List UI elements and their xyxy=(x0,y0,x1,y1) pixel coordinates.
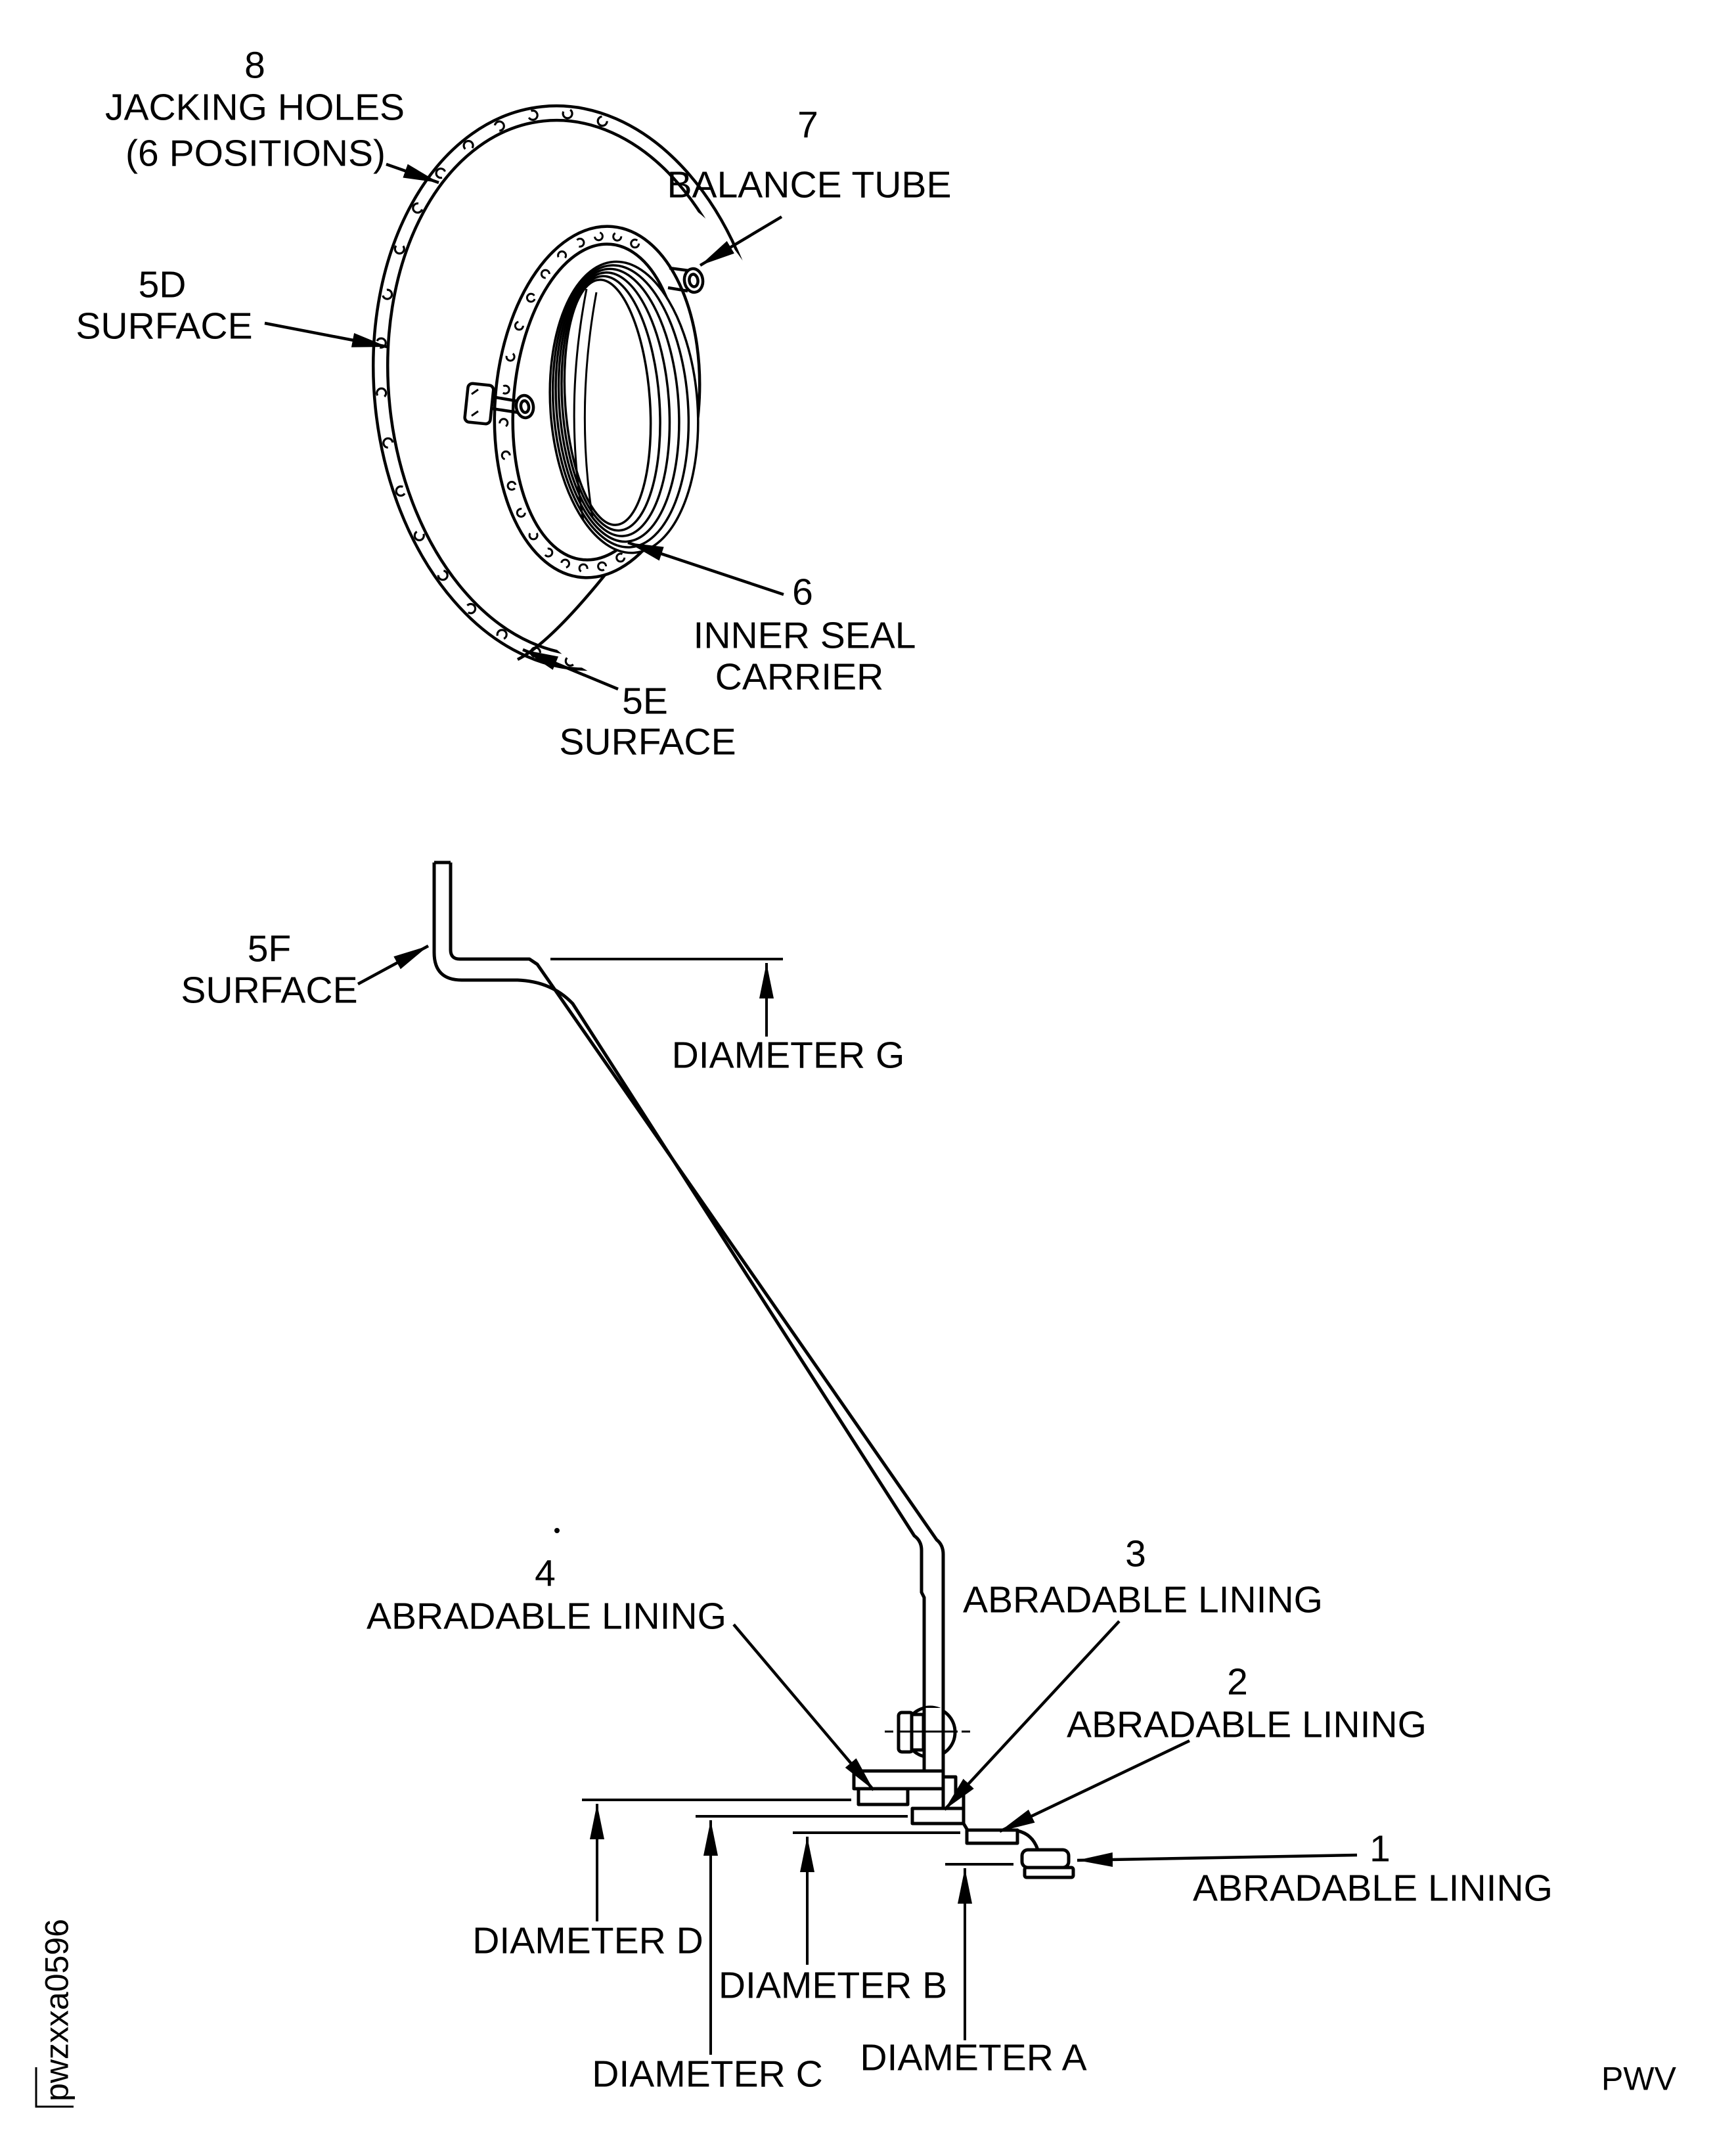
plate-code: PWV xyxy=(1601,2060,1676,2097)
leader-lining-2 xyxy=(999,1739,1190,1833)
abradable-lining-3-strip xyxy=(910,1806,966,1825)
jack-bracket xyxy=(463,382,535,426)
callout-1-number: 1 xyxy=(1369,1827,1391,1870)
callout-4-label: ABRADABLE LINING xyxy=(366,1595,727,1638)
callout-6-number: 6 xyxy=(792,571,813,614)
abradable-lining-1-strip xyxy=(1023,1866,1075,1879)
callout-8-line1: JACKING HOLES xyxy=(104,86,405,129)
dim-label-d: DIAMETER D xyxy=(472,1919,703,1962)
channel-inner-wall xyxy=(449,862,945,1772)
callout-5e-label: SURFACE xyxy=(559,721,736,763)
callout-6-line2: CARRIER xyxy=(715,656,884,698)
callout-2-number: 2 xyxy=(1227,1661,1248,1703)
extension-lines xyxy=(550,958,1013,1866)
callout-6-line1: INNER SEAL xyxy=(693,614,916,657)
callout-5e-code: 5E xyxy=(622,680,668,723)
shroud-arm xyxy=(852,1769,945,1791)
jack-plate xyxy=(463,382,495,426)
step-slope xyxy=(1017,1829,1040,1850)
leader-inner-seal xyxy=(627,541,784,596)
channel-outer-wall xyxy=(432,862,926,1772)
leader-surface-5f xyxy=(357,945,430,985)
callout-8-line2: (6 POSITIONS) xyxy=(125,132,386,175)
leader-surface-5d xyxy=(264,321,388,349)
leader-jacking-holes xyxy=(386,162,439,185)
abradable-lining-4-strip xyxy=(857,1787,910,1806)
callout-2-label: ABRADABLE LINING xyxy=(1066,1703,1427,1746)
ink-dot xyxy=(554,1528,560,1533)
callout-5d-label: SURFACE xyxy=(76,305,253,347)
jack-pin-end xyxy=(514,393,535,420)
dimension-arrows xyxy=(590,963,972,2055)
shroud-steps xyxy=(852,1769,1075,1879)
balance-tube xyxy=(667,266,705,294)
leader-lining-4 xyxy=(732,1623,875,1791)
cross-section-profile xyxy=(432,861,1075,1879)
callout-8-number: 8 xyxy=(244,44,265,87)
callout-3-number: 3 xyxy=(1125,1533,1146,1575)
callout-5d-code: 5D xyxy=(138,263,187,306)
callout-7-label: BALANCE TUBE xyxy=(667,164,952,206)
leader-lining-3 xyxy=(943,1620,1121,1811)
dim-label-g: DIAMETER G xyxy=(671,1034,905,1077)
seal-carrier-isometric xyxy=(372,104,799,686)
callout-1-label: ABRADABLE LINING xyxy=(1192,1867,1553,1910)
abradable-lining-2-strip xyxy=(965,1828,1019,1845)
corner-mark xyxy=(35,2067,74,2108)
leader-balance-tube xyxy=(699,215,783,267)
callout-3-label: ABRADABLE LINING xyxy=(962,1579,1324,1621)
callout-5f-label: SURFACE xyxy=(181,969,358,1012)
shroud-land xyxy=(1020,1848,1071,1870)
bore-lines xyxy=(573,288,598,521)
leader-arrows xyxy=(264,162,1358,1867)
balance-tube-end xyxy=(682,267,705,294)
dim-label-c: DIAMETER C xyxy=(592,2053,823,2095)
leader-surface-5e xyxy=(522,648,619,691)
callout-7-number: 7 xyxy=(797,104,818,146)
dim-label-b: DIAMETER B xyxy=(718,1964,948,2007)
callout-4-number: 4 xyxy=(535,1552,556,1595)
leader-lining-1 xyxy=(1077,1852,1358,1867)
figure-id: pwzxxa0596 xyxy=(38,1919,76,2101)
dim-label-a: DIAMETER A xyxy=(860,2036,1087,2079)
callout-5f-code: 5F xyxy=(247,928,292,970)
